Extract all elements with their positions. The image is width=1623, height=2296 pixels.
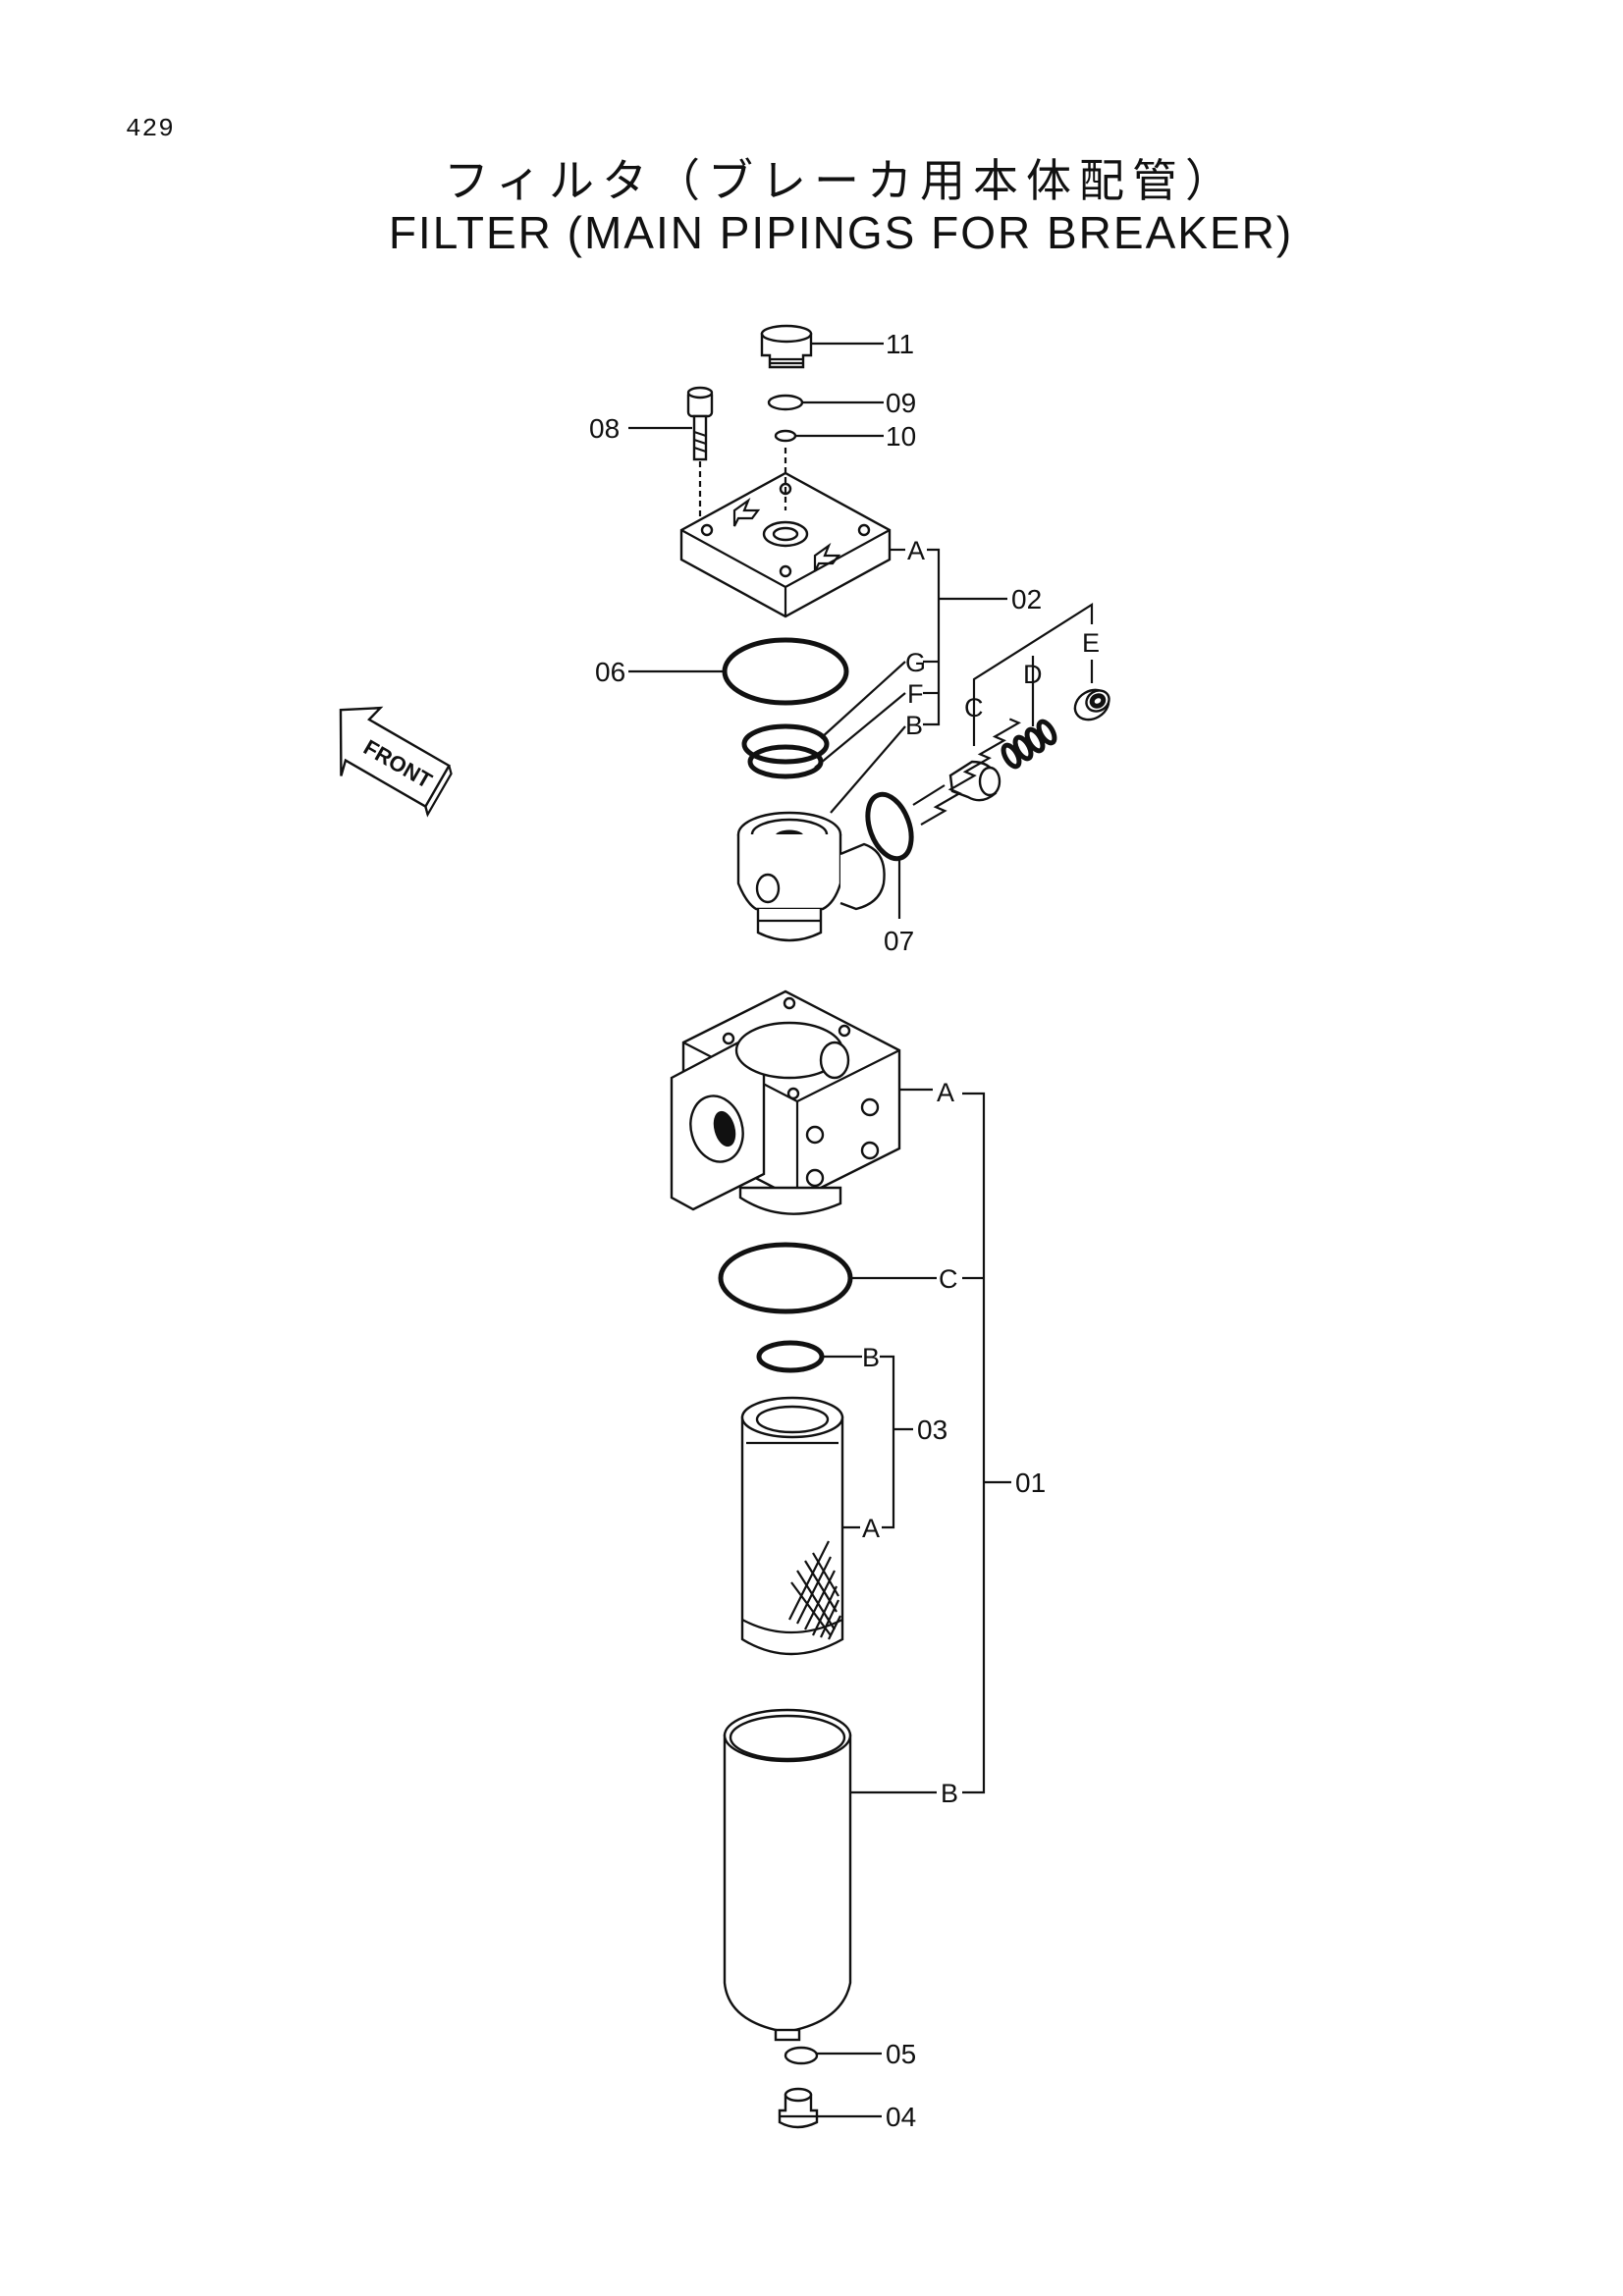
part-02-plug-e [1073,688,1110,721]
title-japanese: フィルタ（ブレーカ用本体配管） [443,154,1239,207]
label-03-b: B [862,1343,880,1372]
callout-08: 08 [589,413,620,444]
part-01-head [670,989,933,1215]
callout-10: 10 [886,421,916,452]
callout-05: 05 [886,2039,916,2069]
label-02-a: A [907,536,925,565]
part-02-valve-c [948,760,1001,802]
part-09-oring [767,394,884,411]
label-02-d: D [1023,660,1043,689]
leaders-cde [972,603,1094,746]
part-07-oring [865,784,946,919]
part-01-bowl [723,1708,937,2042]
callout-04: 04 [886,2102,916,2132]
part-02-spring-d [920,718,1057,827]
part-08-bolt [628,386,714,530]
callout-09: 09 [886,388,916,418]
page-number: 429 [126,114,175,143]
part-05-oring [784,2046,882,2065]
callout-06: 06 [595,657,625,687]
bracket-02 [923,548,1007,726]
part-04-plug [778,2087,882,2129]
front-arrow: FRONT [339,706,453,818]
callout-01: 01 [1015,1468,1046,1498]
title-english: FILTER (MAIN PIPINGS FOR BREAKER) [388,207,1294,258]
label-02-c: C [964,693,984,722]
part-10-oring [774,429,884,443]
part-06-oring [628,637,849,706]
label-01-a: A [937,1078,954,1107]
part-02-valve-body [736,725,906,942]
label-02-e: E [1082,628,1100,658]
part-01-oring [718,1242,937,1314]
part-02-rings-gf [741,661,906,779]
part-02-cover [679,448,905,618]
label-01-c: C [939,1264,958,1294]
callout-02: 02 [1011,584,1042,614]
part-03-oring [756,1340,862,1373]
bracket-01 [962,1092,1011,1794]
part-11-plug [760,324,884,369]
label-01-b: B [941,1779,958,1808]
label-03-a: A [862,1514,880,1543]
callout-07: 07 [884,926,914,956]
callout-03: 03 [917,1415,947,1445]
label-02-f: F [907,679,924,709]
label-02-g: G [905,648,926,677]
label-02-b: B [905,711,923,740]
part-03-element [740,1396,860,1656]
bracket-03 [880,1355,913,1529]
callout-11: 11 [886,329,914,359]
